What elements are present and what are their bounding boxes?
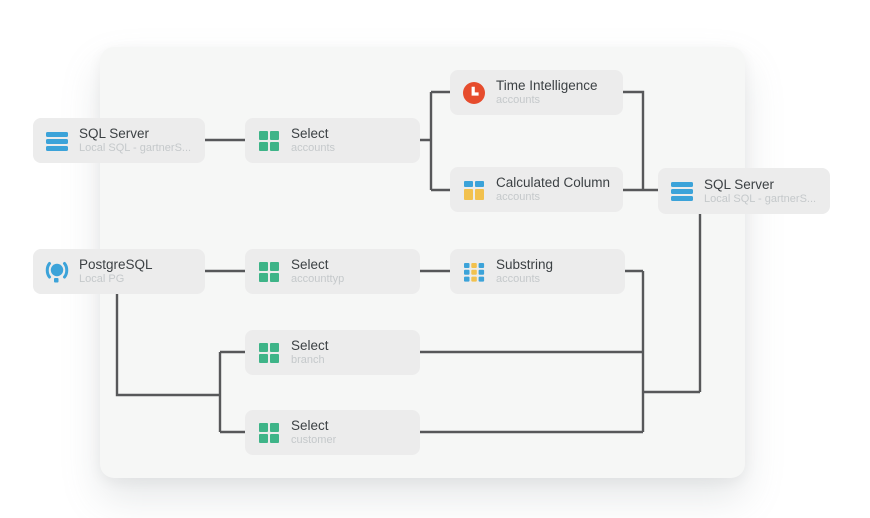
node-subtitle: customer <box>291 434 337 446</box>
node-title: Select <box>291 418 329 433</box>
connector-lower-trunk-to-target <box>420 214 702 434</box>
select-icon <box>257 341 281 365</box>
node-subtitle: accounts <box>496 94 541 106</box>
calculated-column-icon <box>462 178 486 202</box>
node-title: Calculated Column <box>496 175 611 190</box>
node-subtitle: Local SQL - gartnerS... <box>79 142 192 154</box>
node-title: Select <box>291 257 329 272</box>
node-subtitle: accounts <box>496 273 541 285</box>
node-subtitle: Local SQL - gartnerS... <box>704 192 817 205</box>
node-title: PostgreSQL <box>79 257 153 272</box>
time-intelligence-icon <box>462 81 486 105</box>
connector-pg-to-branch-customer <box>115 293 245 434</box>
sql-server-icon <box>670 179 694 203</box>
connector-select-accounts-split <box>420 90 450 192</box>
connector-ti-cc-to-target <box>623 90 658 192</box>
node-title: Select <box>291 126 329 141</box>
substring-icon <box>462 260 486 284</box>
select-icon <box>257 260 281 284</box>
node-title: Substring <box>496 257 554 272</box>
node-title: SQL Server <box>79 126 150 141</box>
postgresql-icon <box>45 260 69 284</box>
select-icon <box>257 129 281 153</box>
select-icon <box>257 421 281 445</box>
flow-canvas[interactable] <box>100 47 745 478</box>
node-title: Select <box>291 338 329 353</box>
node-title: SQL Server <box>704 176 775 192</box>
node-subtitle: branch <box>291 354 325 366</box>
node-subtitle: accounttyp <box>291 273 345 285</box>
sql-server-icon <box>45 129 69 153</box>
node-subtitle: accounts <box>496 191 541 203</box>
node-subtitle: Local PG <box>79 273 125 285</box>
node-subtitle: accounts <box>291 142 336 154</box>
node-title: Time Intelligence <box>496 78 598 93</box>
